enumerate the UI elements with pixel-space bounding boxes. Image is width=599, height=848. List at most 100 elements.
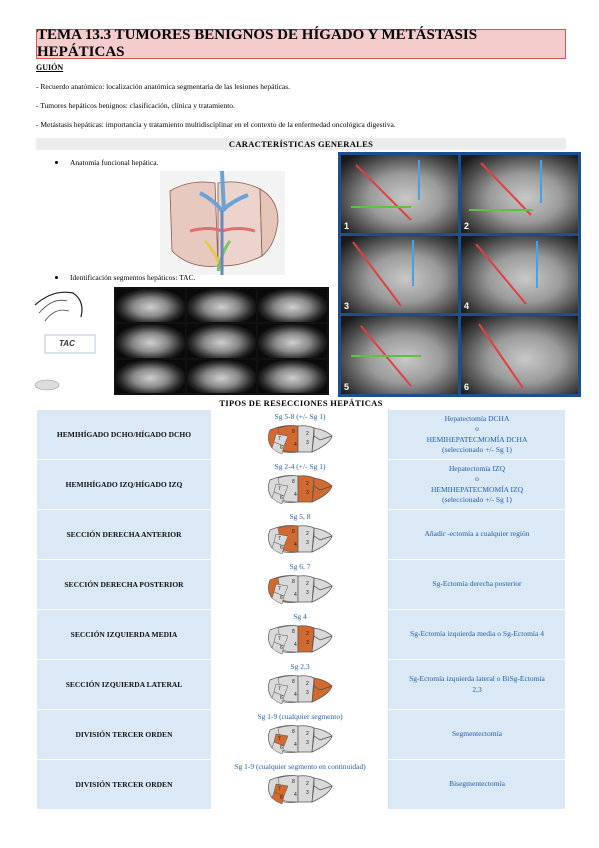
resection-type: SECCIÓN IZQUIERDA LATERAL (36, 659, 212, 710)
svg-text:2: 2 (306, 681, 309, 687)
svg-text:4: 4 (294, 592, 297, 598)
svg-text:6: 6 (280, 645, 283, 651)
svg-text:7: 7 (278, 486, 281, 492)
resection-type: SECCIÓN IZQUIERDA MEDIA (36, 609, 212, 660)
ct-segment-image: 1 (341, 155, 458, 233)
svg-text:8: 8 (292, 779, 295, 785)
ct-number: 4 (464, 301, 470, 312)
resection-name-line: Sg-Ectomía derecha posterior (432, 579, 522, 589)
resection-name-line: 2,3 (472, 684, 482, 694)
svg-text:8: 8 (292, 629, 295, 635)
svg-text:3: 3 (306, 440, 309, 446)
resection-type: DIVISIÓN TERCER ORDEN (36, 709, 212, 760)
svg-text:7: 7 (278, 586, 281, 592)
bullet-text: Identificación segmentos hepáticos: TAC. (70, 273, 196, 282)
resection-name: Segmentectomía (388, 709, 566, 760)
section-header-general: CARACTERÍSTICAS GENERALES (36, 138, 566, 150)
svg-text:3: 3 (306, 640, 309, 646)
bullet-dot-icon (55, 276, 58, 279)
ct-number: 6 (464, 381, 470, 392)
resection-name-line: HEMIHEPATECMOMÍA IZQ (430, 484, 524, 494)
ct-slice-image (187, 359, 256, 393)
svg-text:3: 3 (306, 490, 309, 496)
ct-number: 1 (344, 220, 350, 231)
svg-text:6: 6 (280, 745, 283, 751)
table-row: DIVISIÓN TERCER ORDEN Sg 1-9 (cualquier s… (36, 709, 566, 760)
svg-text:7: 7 (278, 436, 281, 442)
ct-segments-panel: 1 2 3 4 5 6 (338, 152, 581, 397)
resection-type: SECCIÓN DERECHA POSTERIOR (36, 559, 212, 610)
page-title: TEMA 13.3 TUMORES BENIGNOS DE HÍGADO Y M… (36, 27, 566, 60)
segment-label: Sg 5, 8 (289, 512, 311, 521)
ct-slice-image (116, 289, 185, 323)
ct-slice-image (258, 289, 327, 323)
bullet-dot-icon (55, 161, 58, 164)
svg-text:2: 2 (306, 531, 309, 537)
segment-label: Sg 5-8 (+/- Sg 1) (274, 412, 326, 421)
resection-type: HEMIHÍGADO IZQ/HÍGADO IZQ (36, 459, 212, 510)
resection-segment-cell: Sg 1-9 (cualquier segmento en continuida… (211, 759, 389, 810)
resections-title: TIPOS DE RESECCIONES HEPÁTICAS (219, 398, 383, 408)
svg-text:7: 7 (278, 686, 281, 692)
table-row: HEMIHÍGADO IZQ/HÍGADO IZQ Sg 2-4 (+/- Sg … (36, 459, 566, 510)
ct-segment-image: 4 (461, 235, 578, 314)
segment-label: Sg 1-9 (cualquier segmento) (257, 712, 343, 721)
bullet-tac: Identificación segmentos hepáticos: TAC. (55, 273, 195, 282)
ct-segment-image: 3 (341, 235, 458, 314)
ct-segment-image: 2 (461, 155, 578, 233)
segment-label: Sg 2,3 (290, 662, 310, 671)
svg-text:6: 6 (280, 495, 283, 501)
svg-text:4: 4 (294, 792, 297, 798)
svg-text:4: 4 (294, 442, 297, 448)
svg-text:6: 6 (280, 595, 283, 601)
svg-text:8: 8 (292, 529, 295, 535)
svg-text:6: 6 (280, 695, 283, 701)
tac-label: TAC (59, 339, 75, 348)
resection-name-line: HEMIHEPATECMOMÍA DCHA (426, 434, 528, 444)
ct-number: 3 (344, 301, 350, 312)
segment-label: Sg 2-4 (+/- Sg 1) (274, 462, 326, 471)
ct-slice-image (258, 324, 327, 358)
resection-type: DIVISIÓN TERCER ORDEN (36, 759, 212, 810)
svg-text:3: 3 (306, 590, 309, 596)
svg-text:7: 7 (278, 786, 281, 792)
bullet-text: Anatomía funcional hepática. (70, 158, 159, 167)
resection-name: Bisegmentectomía (388, 759, 566, 810)
svg-text:6: 6 (280, 795, 283, 801)
resection-name-line: Añadir -ectomía a cualquier región (424, 529, 530, 539)
segment-label: Sg 6, 7 (289, 562, 311, 571)
svg-text:6: 6 (280, 445, 283, 451)
svg-text:2: 2 (306, 431, 309, 437)
ct-number: 2 (464, 220, 470, 231)
resection-name: Sg-Ectomía derecha posterior (388, 559, 566, 610)
ct-number: 5 (344, 381, 350, 392)
svg-text:7: 7 (278, 636, 281, 642)
resection-name-line: Segmentectomía (452, 729, 502, 739)
svg-text:2: 2 (306, 581, 309, 587)
svg-text:3: 3 (306, 740, 309, 746)
ct-slice-image (116, 324, 185, 358)
segment-label: Sg 4 (293, 612, 307, 621)
svg-text:8: 8 (292, 679, 295, 685)
resection-name-line: o (475, 424, 479, 434)
resection-name-line: Sg-Ectomía izquierda lateral o BiSg-Ecto… (409, 674, 545, 684)
svg-text:6: 6 (280, 545, 283, 551)
svg-text:8: 8 (292, 729, 295, 735)
svg-text:4: 4 (294, 742, 297, 748)
svg-text:3: 3 (306, 790, 309, 796)
guion-item: - Metástasis hepáticas: importancia y tr… (36, 120, 396, 129)
